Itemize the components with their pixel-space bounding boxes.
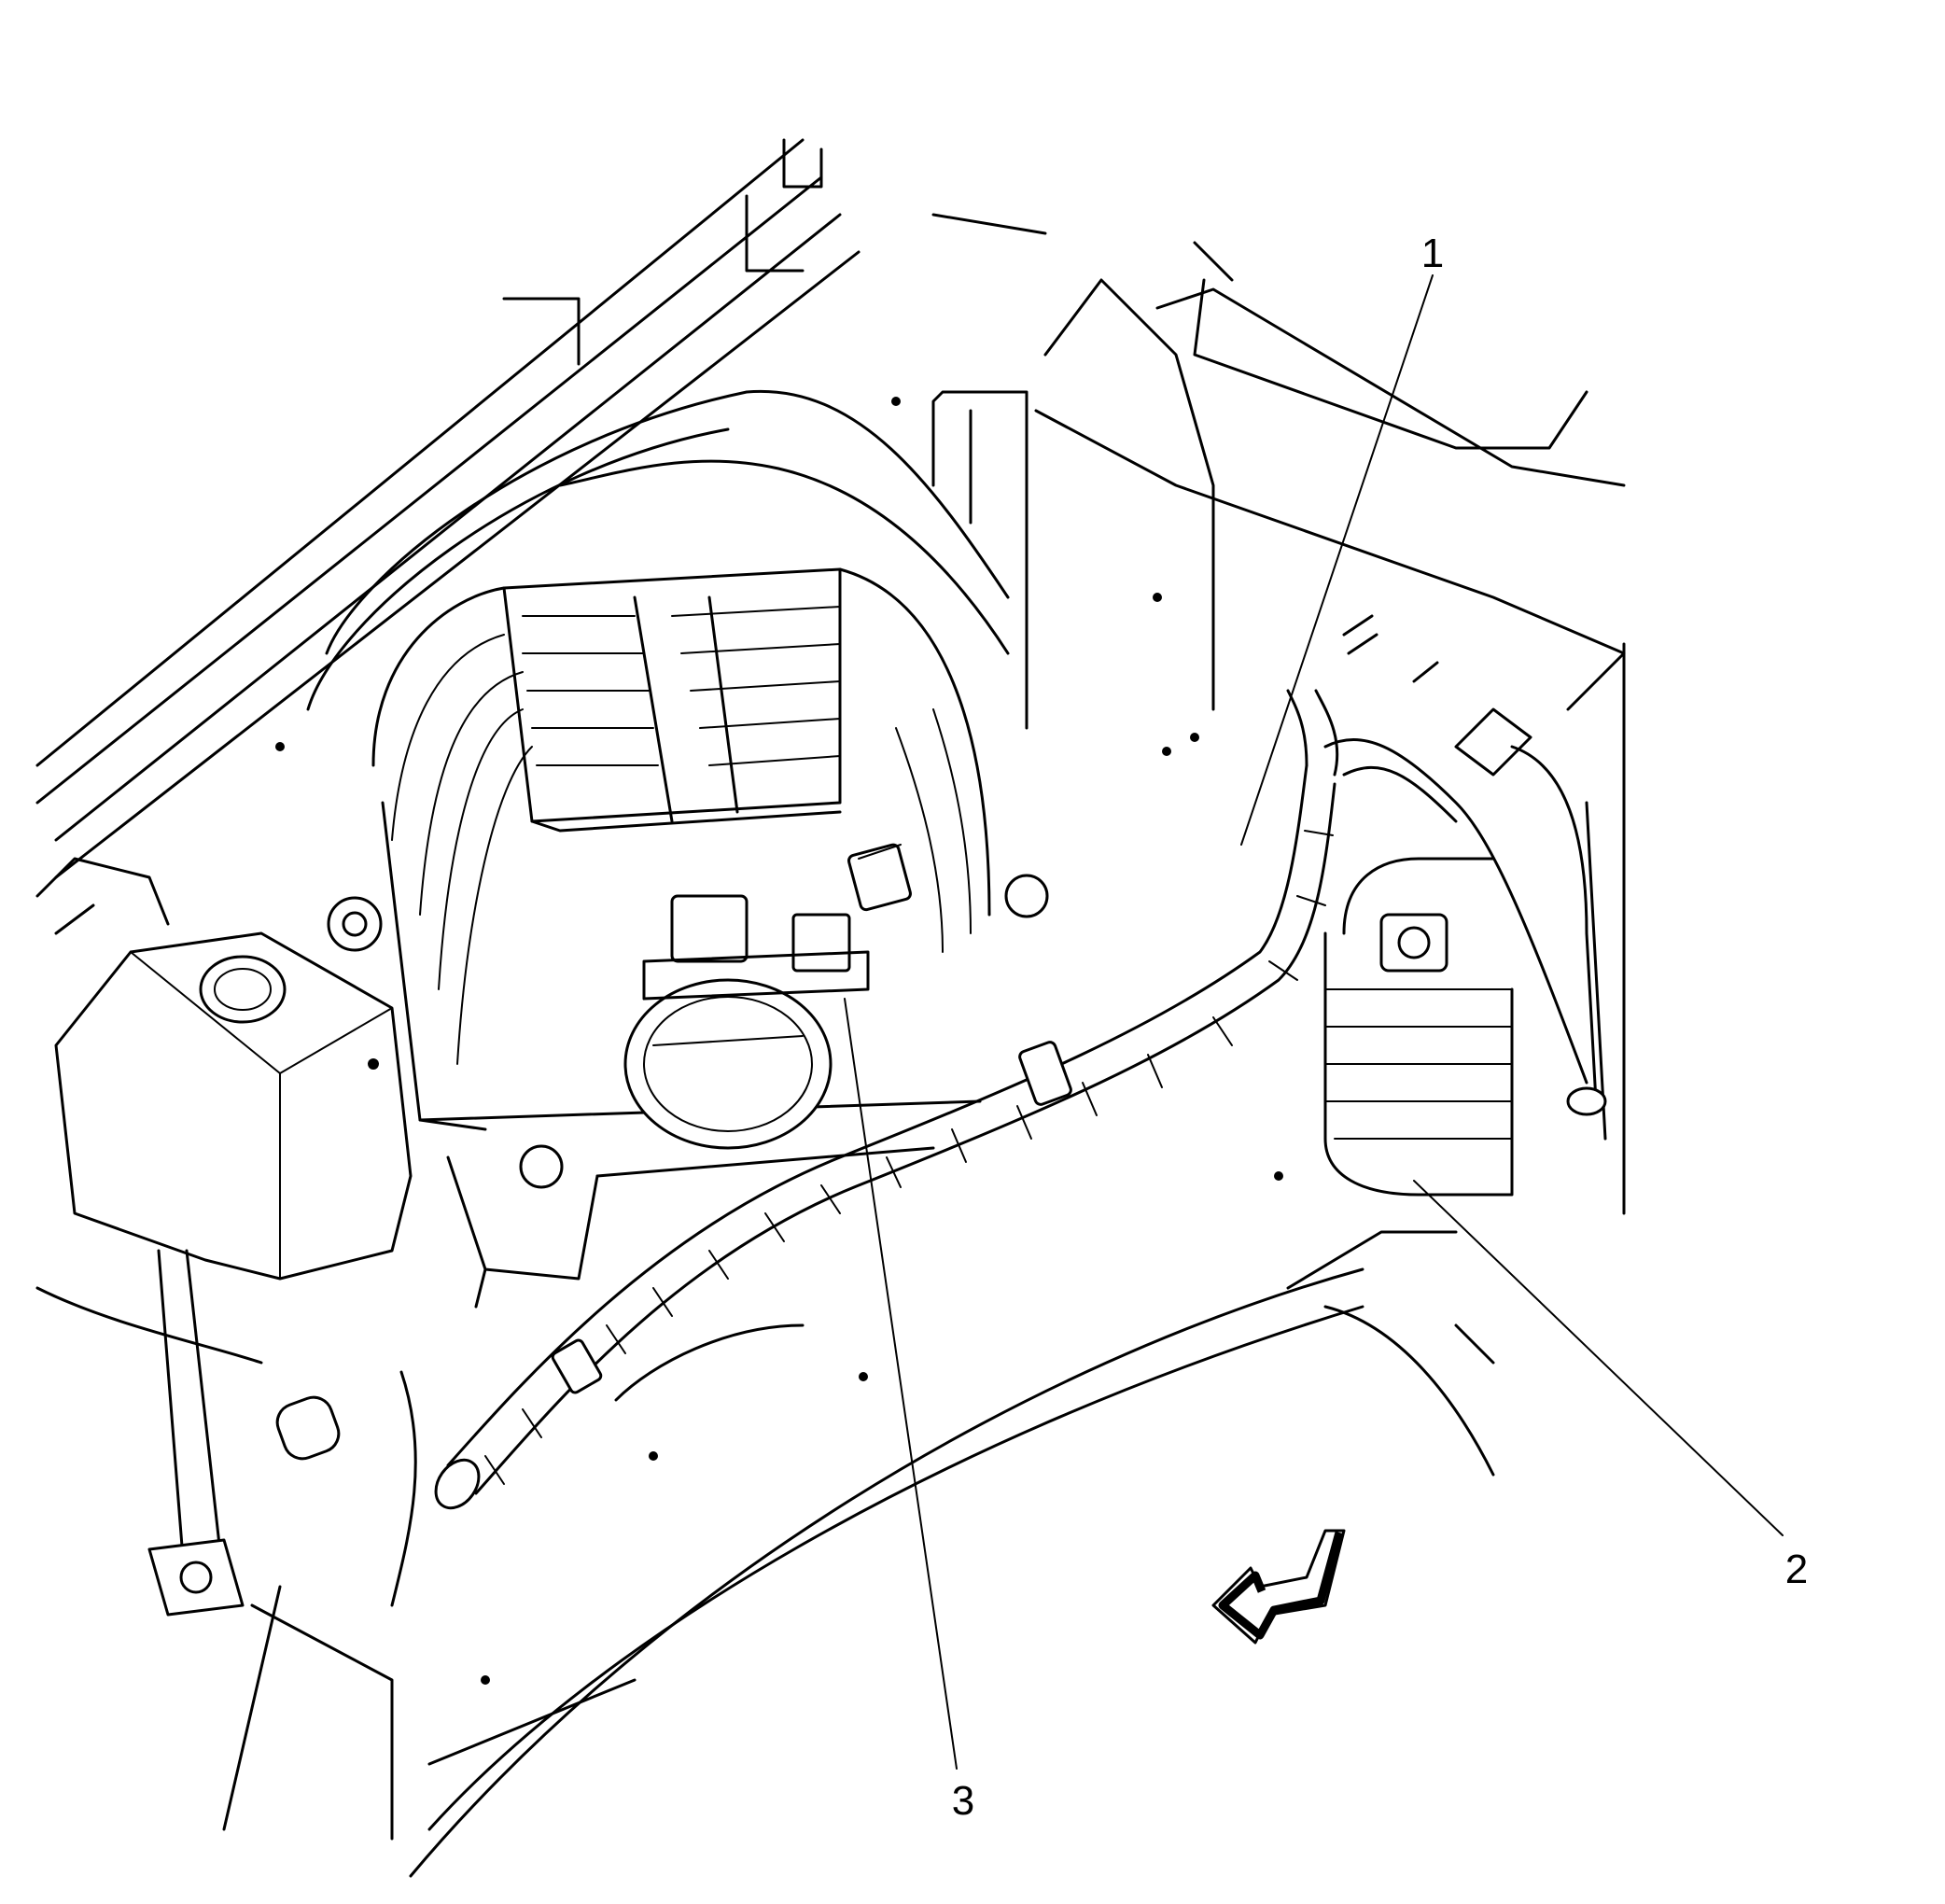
fender-splash-shield [222,1171,1495,1878]
fasteners [891,397,1439,756]
radiator-support-frame [35,138,1626,1215]
mass-airflow-sensor [623,894,870,1150]
callout-leaders [844,274,1784,1770]
callout-label-3: 3 [952,1778,974,1824]
battery-heat-shield [1323,707,1607,1197]
air-cleaner-housing [275,389,1049,1309]
wiring-harness [434,689,1588,1510]
harness-ribs [484,830,1334,1485]
maf-harness-connector [847,843,912,912]
coolant-reservoir [35,857,413,1617]
callout-label-2: 2 [1785,1547,1808,1592]
callout-label-1: 1 [1421,231,1444,276]
front-direction-arrow-icon [1211,1529,1346,1645]
